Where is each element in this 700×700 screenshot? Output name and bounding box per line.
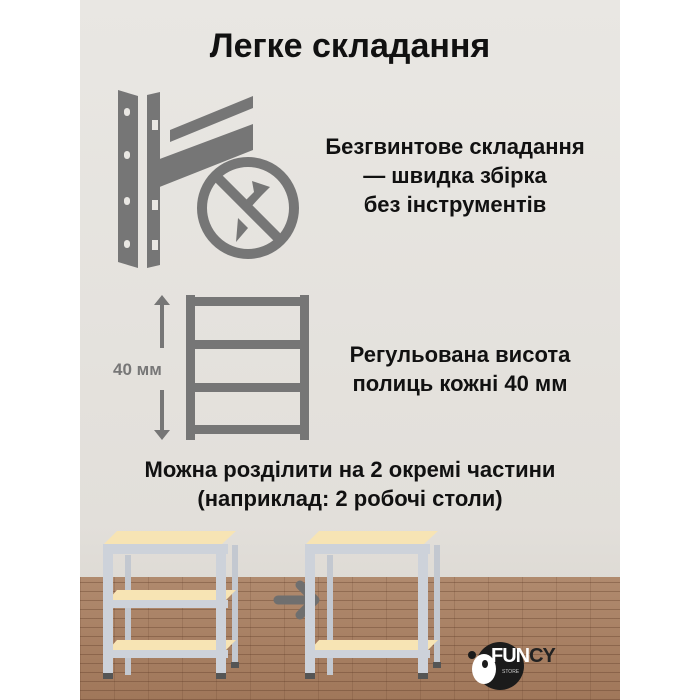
logo-text: FUNCY <box>491 645 556 667</box>
feature-line: Регульована висота <box>349 342 571 367</box>
rack-upright-icon <box>118 90 253 268</box>
two-tier-table <box>305 531 441 679</box>
feature-screwless: Безгвинтове складання — швидка збірка бе… <box>290 132 620 219</box>
shelf-height-icon <box>154 295 309 440</box>
feature-adjustable-height: Регульована висота полиць кожні 40 мм <box>300 340 620 398</box>
logo-text-b: CY <box>529 645 556 667</box>
no-screw-icon <box>197 157 299 259</box>
feature-line: Безгвинтове складання <box>325 134 585 159</box>
logo-text-a: FUN <box>491 645 530 667</box>
feature-line: — швидка збірка <box>363 163 547 188</box>
background-wall <box>80 0 620 700</box>
funcy-logo <box>468 642 524 690</box>
page-title: Легке складання <box>209 27 491 65</box>
feature-line: Можна розділити на 2 окремі частини <box>144 457 556 482</box>
three-tier-shelf <box>103 531 239 679</box>
dimension-label: 40 мм <box>113 360 162 379</box>
feature-split: Можна розділити на 2 окремі частини (нап… <box>80 455 620 513</box>
logo-subtext: STORE <box>502 669 520 675</box>
feature-line: (наприклад: 2 робочі столи) <box>197 486 503 511</box>
feature-line: без інструментів <box>363 192 547 217</box>
feature-line: полиць кожні 40 мм <box>352 371 568 396</box>
